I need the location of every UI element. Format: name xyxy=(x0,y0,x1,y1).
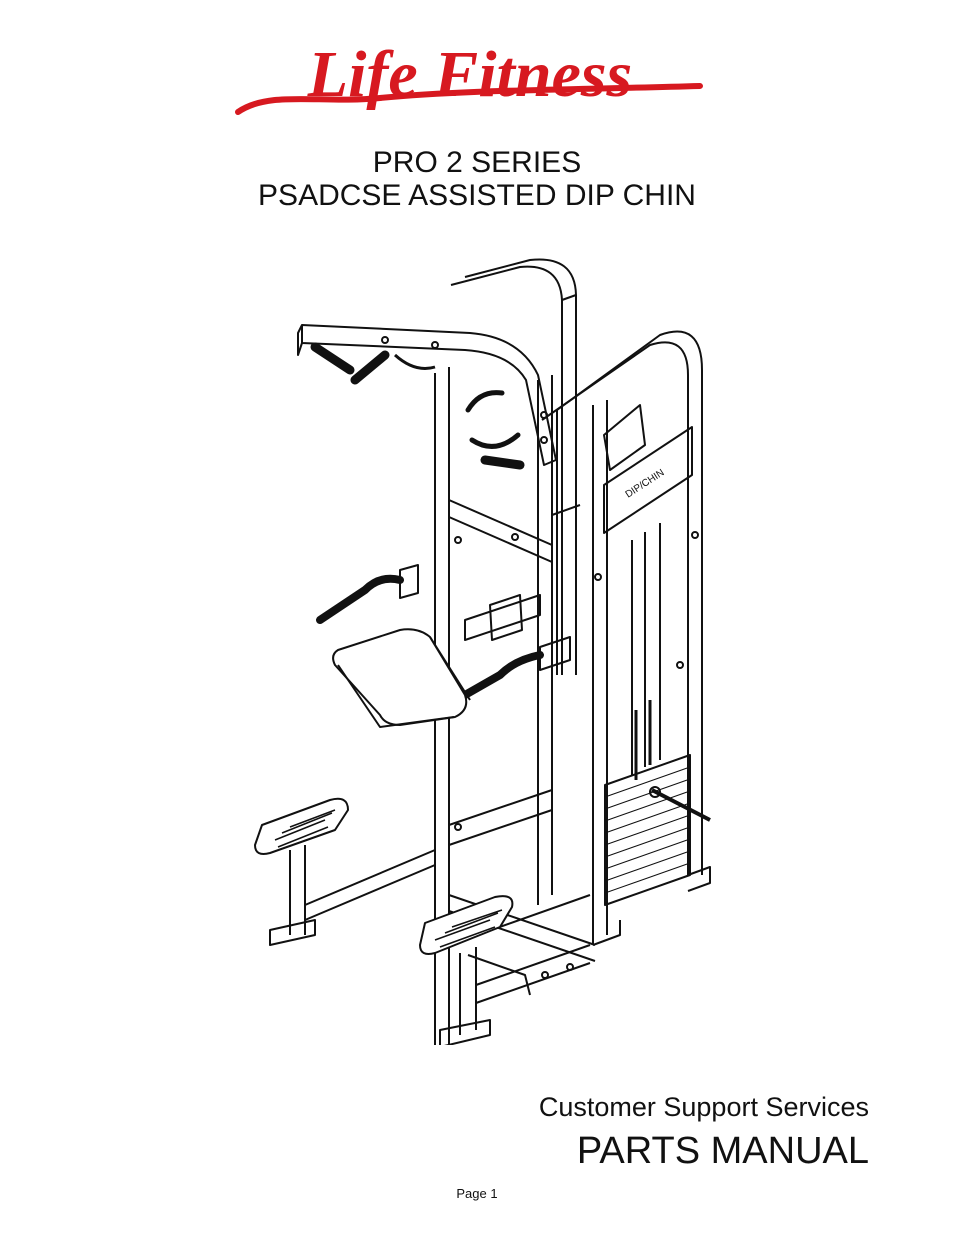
right-foot-plate xyxy=(419,895,514,1045)
product-title: PSADCSE ASSISTED DIP CHIN xyxy=(258,179,696,212)
knee-pad xyxy=(332,628,471,728)
logo-wordmark: Life Fitness xyxy=(307,38,633,111)
assisted-dip-chin-illustration: DIP/CHIN xyxy=(254,258,711,1045)
life-fitness-logo: Life Fitness xyxy=(235,38,703,115)
left-foot-plate xyxy=(254,797,349,946)
series-title: PRO 2 SERIES xyxy=(372,146,582,179)
customer-support-services: Customer Support Services xyxy=(538,1092,869,1122)
page-number: Page 1 xyxy=(456,1186,498,1201)
weight-stack xyxy=(604,754,711,906)
parts-manual-title: PARTS MANUAL xyxy=(576,1130,869,1172)
